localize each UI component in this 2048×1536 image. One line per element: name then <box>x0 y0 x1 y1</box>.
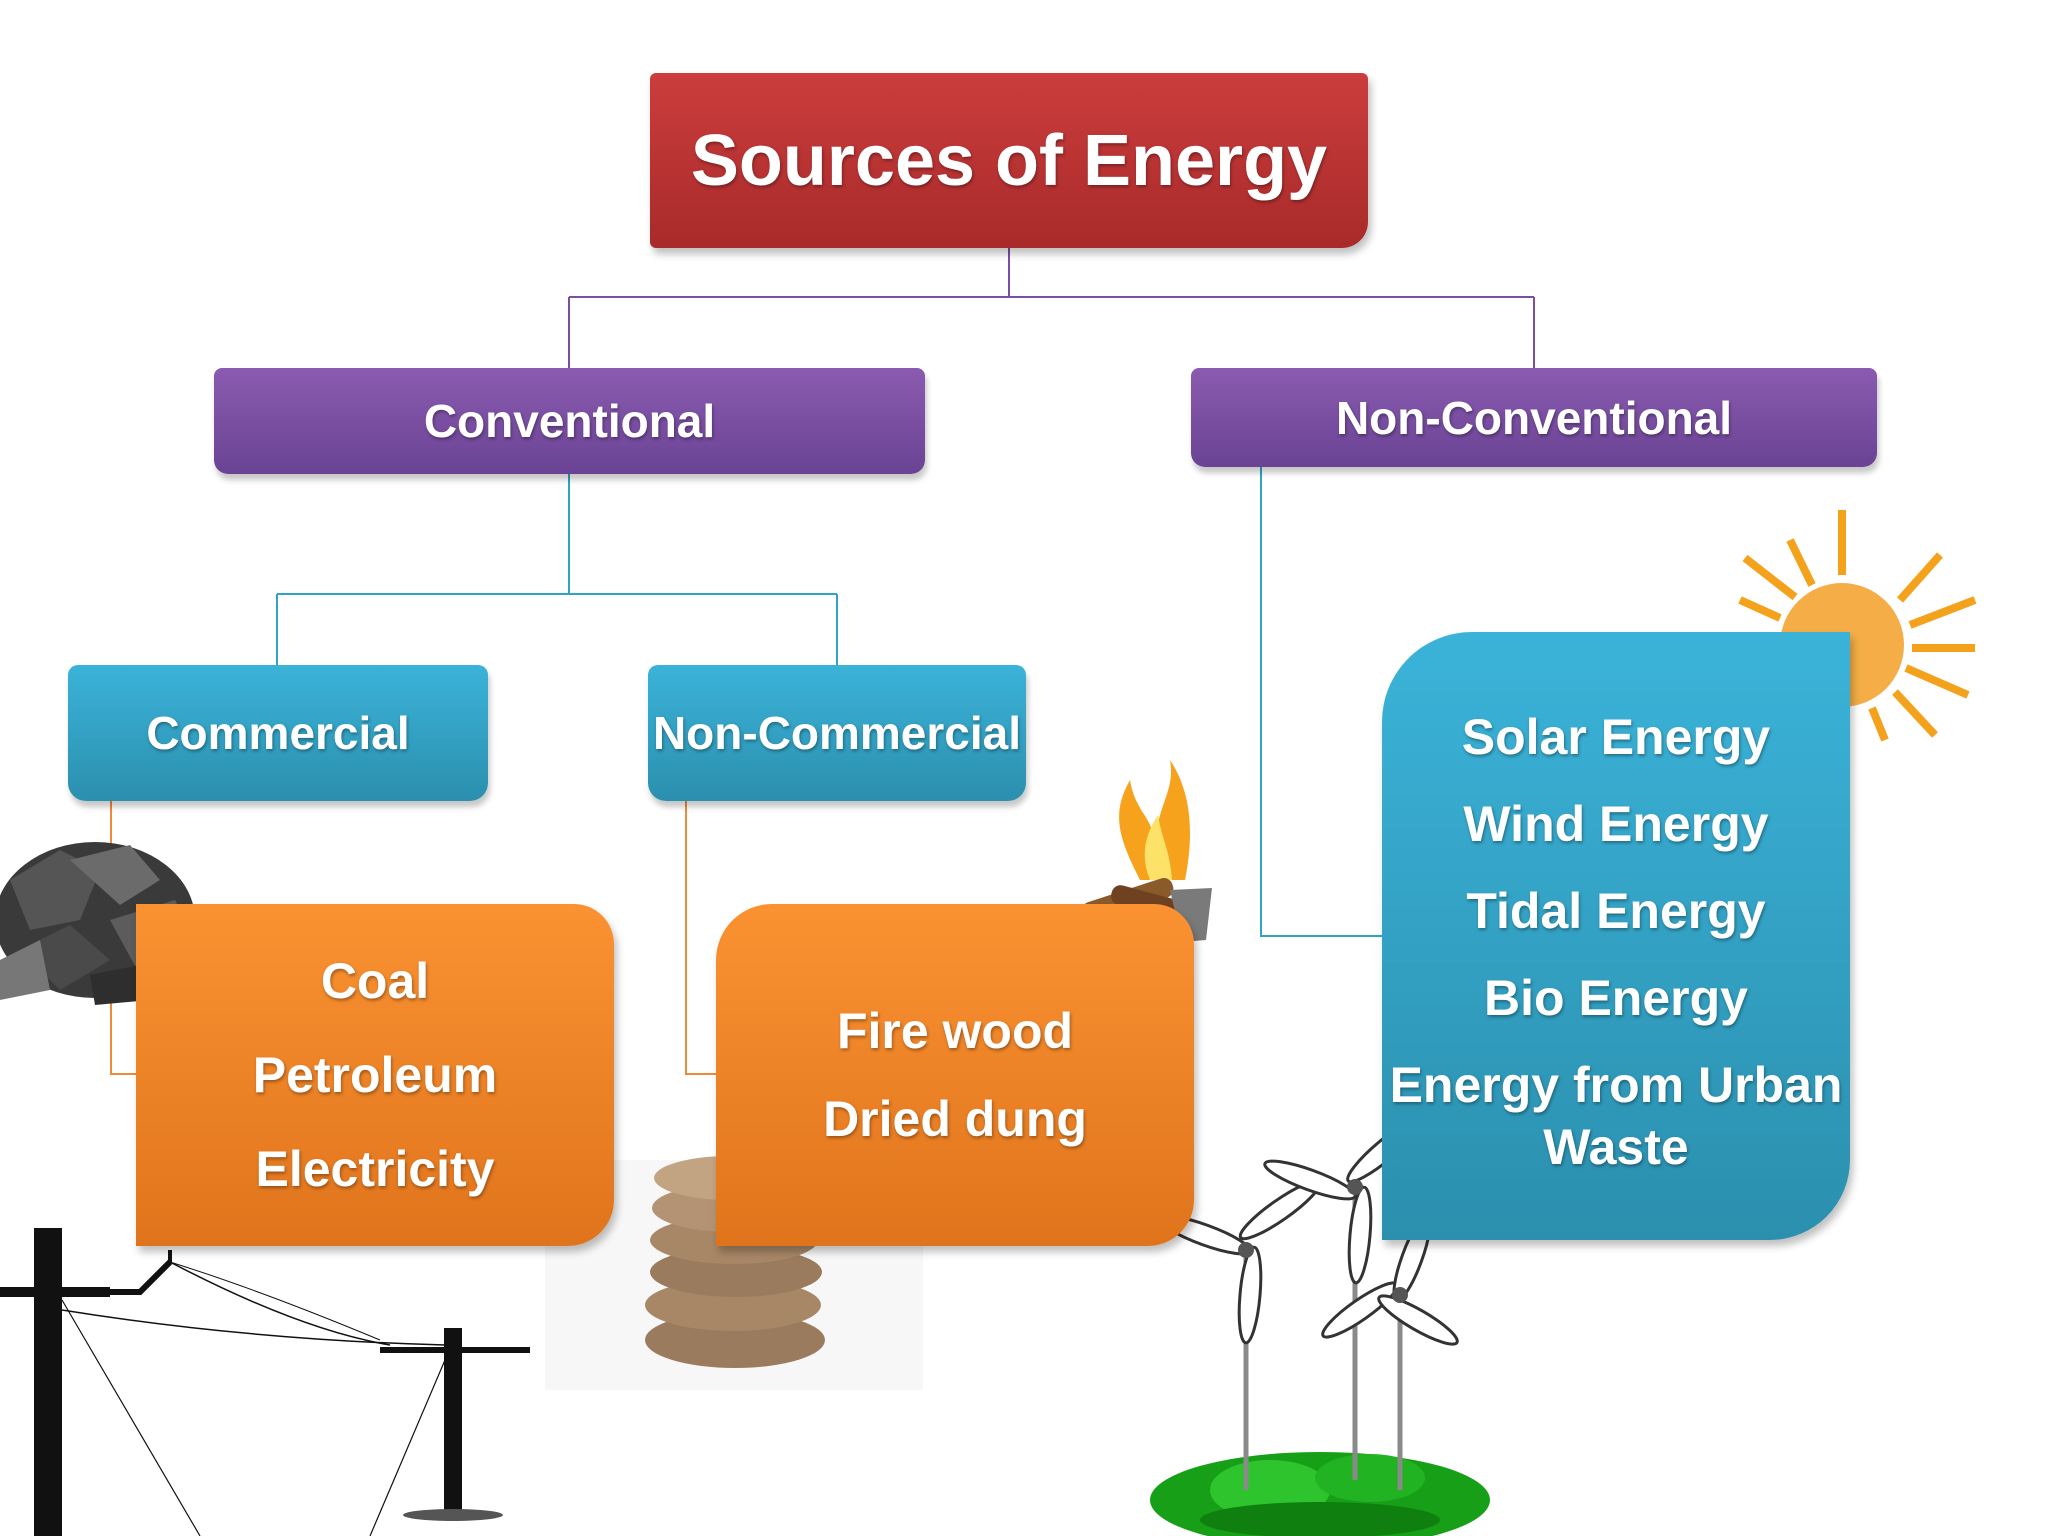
connector-nonconventional-to-renewables <box>1260 467 1382 937</box>
non-commercial-items-box: Fire wood Dried dung <box>716 904 1194 1246</box>
item-petroleum: Petroleum <box>252 1047 498 1103</box>
node-conventional: Conventional <box>214 368 925 474</box>
item-wind-energy: Wind Energy <box>1463 796 1769 852</box>
item-bio-energy: Bio Energy <box>1484 970 1748 1026</box>
connector-noncommercial-to-items <box>685 801 716 1075</box>
connector-title-to-level1 <box>568 248 1535 368</box>
node-commercial: Commercial <box>68 665 488 801</box>
commercial-items-box: Coal Petroleum Electricity <box>136 904 614 1246</box>
item-coal: Coal <box>320 953 430 1009</box>
item-tidal-energy: Tidal Energy <box>1466 883 1766 939</box>
connector-conventional-to-level2 <box>276 474 838 665</box>
diagram-title: Sources of Energy <box>650 73 1368 248</box>
non-conventional-items-box: Solar Energy Wind Energy Tidal Energy Bi… <box>1382 632 1850 1240</box>
item-urban-waste-energy: Energy from Urban Waste <box>1389 1057 1843 1175</box>
item-dried-dung: Dried dung <box>823 1091 1087 1147</box>
item-solar-energy: Solar Energy <box>1461 709 1771 765</box>
power-lines-image <box>0 1228 530 1536</box>
item-electricity: Electricity <box>255 1141 495 1197</box>
item-fire-wood: Fire wood <box>836 1003 1074 1059</box>
node-non-commercial: Non-Commercial <box>648 665 1026 801</box>
node-non-conventional: Non-Conventional <box>1191 368 1877 467</box>
